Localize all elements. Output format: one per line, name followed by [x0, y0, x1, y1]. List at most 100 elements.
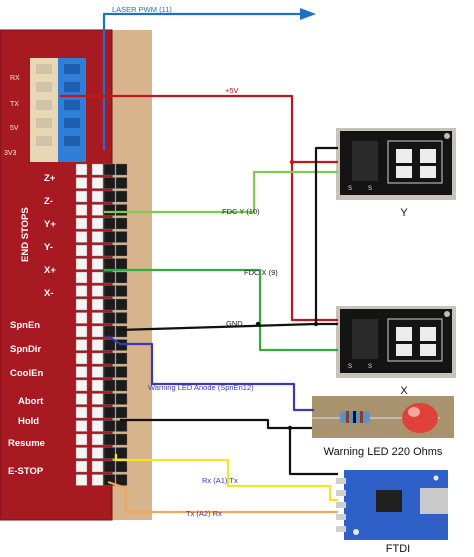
controller-board: RX TX 5V 3V3 END STOPS Z+ Z- Y+ Y- X+ X-…	[0, 29, 152, 521]
header-pin	[75, 325, 88, 338]
svg-text:S: S	[348, 186, 352, 192]
sensor-x-caption: X	[400, 385, 408, 397]
pin-label-x-minus: X-	[44, 288, 54, 299]
sensor-x-module: S S	[336, 306, 456, 378]
pin-label-y-plus: Y+	[44, 219, 56, 230]
header-pin	[91, 406, 104, 419]
header-pin	[91, 231, 104, 243]
header-pin	[103, 474, 116, 486]
header-pin	[91, 433, 104, 446]
header-pin	[91, 352, 104, 365]
wire-layer	[60, 8, 338, 514]
header-pin	[91, 298, 104, 311]
header-pin	[91, 204, 104, 216]
header-pin	[91, 285, 104, 297]
header-pin	[115, 177, 128, 189]
header-label-rx: RX	[10, 75, 20, 82]
header-pin	[75, 366, 88, 378]
header-pin	[75, 217, 88, 230]
header-pin	[91, 325, 104, 338]
header-pin	[75, 190, 88, 203]
header-pin	[75, 177, 88, 189]
header-pin	[75, 163, 88, 176]
header-pin	[75, 204, 88, 216]
junction-gnd-ftdi	[287, 425, 293, 431]
header-pin	[103, 204, 116, 216]
header-pin	[115, 190, 128, 203]
header-pin	[103, 190, 116, 203]
label-tx: Tx (A2) Rx	[186, 509, 222, 518]
button-label-spndir: SpnDir	[10, 344, 41, 355]
end-stops-label: END STOPS	[20, 207, 31, 262]
header-pin	[103, 298, 116, 311]
pin-label-z-plus: Z+	[44, 173, 56, 184]
header-pin	[91, 190, 104, 203]
header-pin	[115, 366, 128, 378]
header-pin	[103, 379, 116, 392]
header-pin	[75, 285, 88, 297]
header-pin	[75, 271, 88, 284]
header-pin	[115, 285, 128, 297]
header-pin	[91, 271, 104, 284]
header-pin	[75, 258, 88, 270]
label-fdc-y: FDC Y (10)	[222, 207, 260, 216]
header-pin	[115, 258, 128, 270]
header-pin	[103, 447, 116, 459]
laser-arrow-head	[300, 8, 316, 20]
header-pin	[91, 244, 104, 257]
wire-gnd-ftdi	[288, 428, 338, 476]
header-pin	[103, 163, 116, 176]
header-pin	[115, 325, 128, 338]
header-pin	[91, 474, 104, 486]
wire-rx	[114, 454, 338, 502]
header-pin	[103, 285, 116, 297]
header-pin	[75, 420, 88, 432]
header-pin	[91, 447, 104, 459]
header-pin	[75, 352, 88, 365]
header-pin	[75, 393, 88, 405]
led-caption: Warning LED 220 Ohms	[324, 446, 443, 458]
label-laser-pwm: LASER PWM (11)	[112, 5, 172, 14]
header-pin	[115, 433, 128, 446]
pin-label-x-plus: X+	[44, 265, 56, 276]
button-label-resume: Resume	[8, 438, 45, 449]
header-label-3v3: 3V3	[4, 150, 17, 157]
header-pin	[115, 204, 128, 216]
header-label-5v: 5V	[10, 125, 19, 132]
header-pin	[91, 420, 104, 432]
serial-header: RX TX 5V 3V3	[4, 58, 86, 162]
label-fdc-x: FDC X (9)	[244, 268, 278, 277]
header-pin	[115, 217, 128, 230]
header-pin	[103, 258, 116, 270]
header-pin	[91, 379, 104, 392]
header-pin	[103, 244, 116, 257]
pin-label-z-minus: Z-	[44, 196, 53, 207]
header-pin	[75, 406, 88, 419]
header-pin	[91, 460, 104, 473]
svg-text:S: S	[368, 364, 372, 370]
wire-laser-pwm	[102, 12, 300, 150]
junction-gnd-left	[255, 321, 261, 327]
header-pin	[103, 406, 116, 419]
header-pin	[75, 447, 88, 459]
header-pin	[103, 460, 116, 473]
junction-gnd	[313, 321, 319, 327]
header-pin	[91, 339, 104, 351]
junction-5v	[289, 159, 295, 165]
wire-fdc-y	[104, 170, 338, 214]
header-pin	[75, 433, 88, 446]
header-pin	[75, 231, 88, 243]
label-5v: +5V	[225, 86, 239, 95]
header-pin	[103, 352, 116, 365]
header-pin	[91, 177, 104, 189]
header-pin	[115, 447, 128, 459]
header-pin	[103, 420, 116, 432]
ftdi-module	[336, 470, 448, 540]
header-pin	[91, 258, 104, 270]
header-pin	[103, 366, 116, 378]
button-label-coolen: CoolEn	[10, 368, 43, 379]
button-label-abort: Abort	[18, 396, 44, 407]
header-pin	[103, 393, 116, 405]
